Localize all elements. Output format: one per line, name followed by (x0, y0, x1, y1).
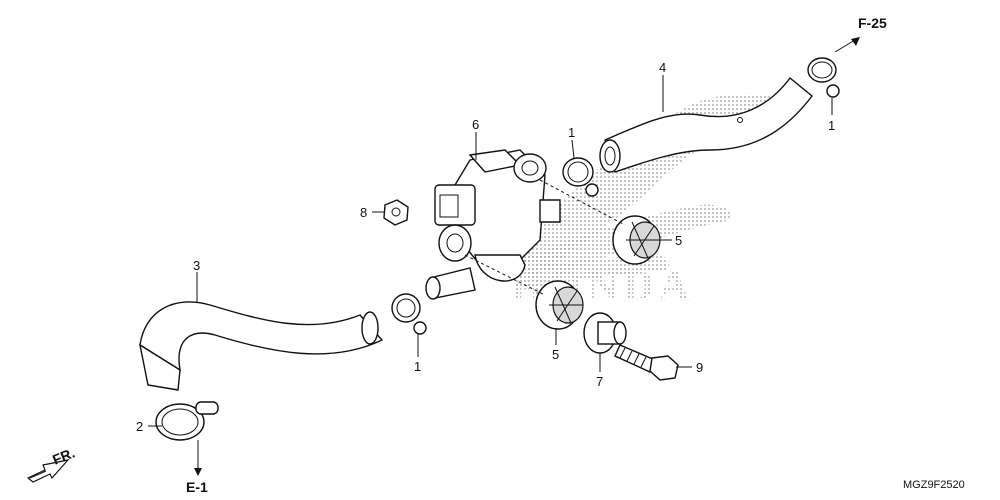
leader-lines (148, 37, 860, 476)
callout-3: 3 (193, 258, 200, 273)
part-8-nut[interactable] (383, 199, 409, 226)
callout-1-bottom: 1 (414, 359, 421, 374)
part-3-lower-hose[interactable] (138, 301, 384, 391)
diagram-code: MGZ9F2520 (903, 479, 965, 491)
callout-7: 7 (596, 374, 603, 389)
callout-1-top-right: 1 (828, 118, 835, 133)
callout-2: 2 (136, 419, 143, 434)
part-7-collar[interactable] (583, 312, 627, 354)
callout-9: 9 (696, 360, 703, 375)
part-2-clamp[interactable] (155, 401, 219, 441)
part-1-clamp-top-mid[interactable] (562, 157, 599, 197)
callout-5-right: 5 (675, 233, 682, 248)
callout-6: 6 (472, 117, 479, 132)
callout-1-top-mid: 1 (568, 125, 575, 140)
part-1-clamp-bottom[interactable] (391, 293, 427, 335)
part-1-clamp-top-right[interactable] (807, 57, 840, 98)
front-direction-arrow (26, 459, 70, 483)
part-6-valve[interactable] (425, 149, 561, 300)
part-4-upper-hose[interactable] (599, 76, 813, 173)
part-9-bolt[interactable] (614, 344, 679, 381)
part-5-grommet-right[interactable] (612, 215, 661, 265)
callout-8: 8 (360, 205, 367, 220)
callout-5-lower: 5 (552, 347, 559, 362)
ref-e1-label[interactable]: E-1 (186, 479, 208, 495)
assembly-lines (464, 179, 626, 296)
part-5-grommet-lower[interactable] (535, 280, 584, 330)
front-direction-label: FR. (50, 444, 77, 467)
ref-f25-label[interactable]: F-25 (858, 15, 887, 31)
callout-4: 4 (659, 60, 666, 75)
